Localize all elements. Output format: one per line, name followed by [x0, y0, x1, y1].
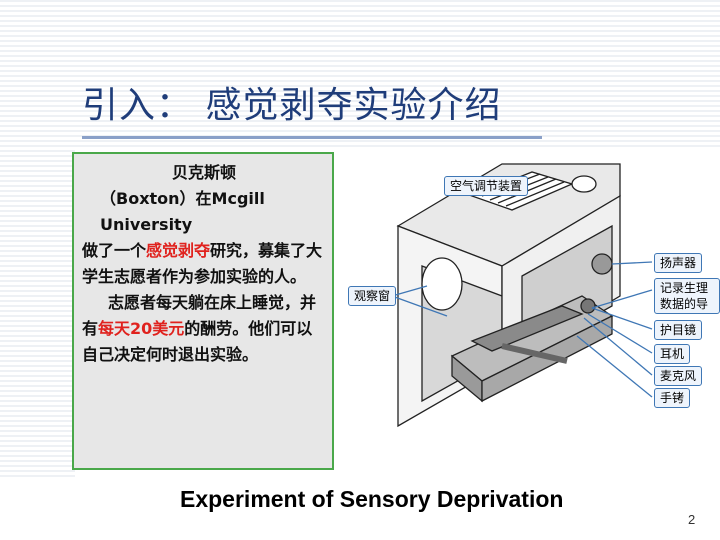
paragraph-study-pre: 做了一个	[82, 241, 147, 260]
title-underline	[82, 136, 542, 139]
label-speaker: 扬声器	[654, 253, 703, 273]
paragraph-study: 做了一个感觉剥夺研究，募集了大学生志愿者作为参加实验的人。	[82, 238, 326, 290]
striped-background	[0, 0, 720, 150]
highlight-daily-pay: 每天20美元	[98, 319, 185, 338]
page-number: 2	[688, 512, 696, 527]
label-earphones: 耳机	[654, 344, 691, 364]
label-goggles: 护目镜	[654, 320, 703, 340]
paragraph-volunteers: 志愿者每天躺在床上睡觉，并有每天20美元的酬劳。他们可以自己决定何时退出实验。	[82, 290, 326, 368]
striped-background-left	[0, 150, 75, 480]
paragraph-volunteers-pre: 志愿者每天躺在床上睡觉，并有	[82, 293, 317, 338]
experiment-diagram: 空气调节装置 观察窗 扬声器 记录生理数据的导线 护目镜 耳机 麦克风 手铐	[348, 156, 720, 464]
label-air-conditioner: 空气调节装置	[444, 176, 529, 196]
label-microphone: 麦克风	[654, 366, 703, 386]
label-recording-wires: 记录生理数据的导线	[654, 278, 720, 314]
paragraph-volunteers-post: 的酬劳。他们可以自己决定何时退出实验。	[82, 319, 313, 364]
description-textbox: 贝克斯顿 （Boxton）在Mcgill University 做了一个感觉剥夺…	[72, 152, 334, 470]
researcher-name: 贝克斯顿	[171, 163, 236, 182]
slide-title: 引入： 感觉剥夺实验介绍	[82, 85, 502, 126]
paragraph-study-post: 研究，募集了大学生志愿者作为参加实验的人。	[82, 241, 323, 286]
label-cuffs: 手铐	[654, 388, 691, 408]
researcher-affiliation: （Boxton）在Mcgill University	[100, 189, 265, 234]
figure-caption: Experiment of Sensory Deprivation	[180, 486, 564, 512]
label-observation-window: 观察窗	[348, 286, 397, 306]
highlight-sensory-deprivation: 感觉剥夺	[146, 241, 211, 260]
